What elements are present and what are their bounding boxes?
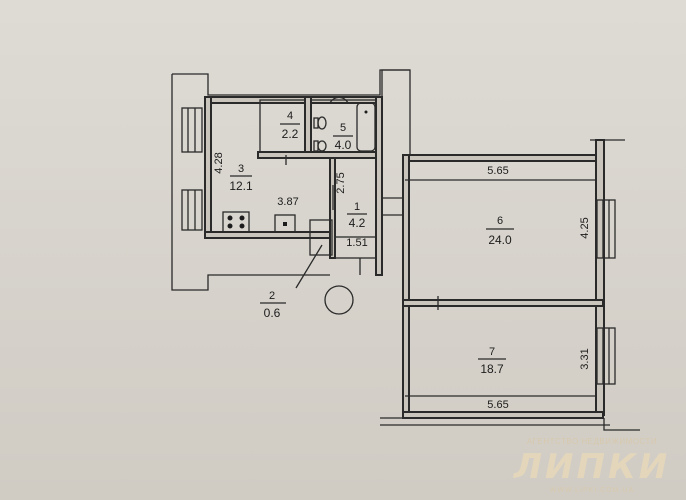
- window-kitchen-top: [181, 107, 203, 153]
- dim-room7-height: 3.31: [579, 348, 591, 369]
- dimension-labels: 4.28 3.87 2.75 1.51 5.65 4.25 3.31 5.65: [213, 152, 591, 411]
- room-7-area: 18.7: [480, 362, 504, 376]
- dim-room7-width: 5.65: [487, 399, 508, 411]
- window-room7: [596, 327, 616, 385]
- dim-kitchen-height: 4.28: [213, 152, 225, 173]
- watermark-subtitle: АГЕНТСТВО НЕДВИЖИМОСТИ: [527, 437, 657, 446]
- watermark: АГЕНТСТВО НЕДВИЖИМОСТИ ЛИПКИ WWW.LIPKI.C…: [513, 437, 670, 494]
- room-4-label: 4 2.2: [280, 110, 300, 141]
- room-2-area: 0.6: [264, 306, 281, 320]
- leader-line-room2: [295, 244, 323, 289]
- room-7-label: 7 18.7: [478, 346, 506, 376]
- watermark-brand: ЛИПКИ: [513, 447, 670, 487]
- dim-hall-width: 1.51: [346, 237, 367, 249]
- room-7-number: 7: [489, 346, 495, 358]
- room-6-number: 6: [497, 215, 503, 227]
- stove-icon: [222, 211, 250, 233]
- dimension-lines: [405, 179, 595, 397]
- room-labels: 3 12.1 4 2.2 5 4.0 1 4.2 6 24.0 7 18.7: [229, 110, 514, 376]
- watermark-url: WWW.LIPKI.COM.UA: [550, 487, 634, 494]
- doors: [285, 155, 439, 310]
- room-3-label: 3 12.1: [229, 163, 253, 193]
- fixtures: [222, 96, 376, 315]
- washbasin-icon: [313, 140, 327, 152]
- room-4-number: 4: [287, 110, 293, 122]
- toilet-icon: [313, 116, 327, 130]
- dim-room6-height: 4.25: [579, 217, 591, 238]
- room-5-label: 5 4.0: [333, 122, 353, 152]
- room-2-number: 2: [269, 290, 275, 302]
- room-2-label: 2 0.6: [260, 290, 286, 320]
- room-6-area: 24.0: [488, 233, 512, 247]
- shower-icon: [329, 96, 349, 104]
- room-1-label: 1 4.2: [347, 201, 367, 230]
- dim-room6-width: 5.65: [487, 165, 508, 177]
- sink-icon: [274, 214, 296, 233]
- window-room6: [596, 199, 616, 259]
- outer-walls: [171, 69, 640, 431]
- room-5-area: 4.0: [335, 138, 352, 152]
- dim-hall-height: 2.75: [335, 172, 347, 193]
- stair-landing-circle: [324, 285, 354, 315]
- dim-kitchen-width: 3.87: [277, 196, 298, 208]
- room-6-label: 6 24.0: [486, 215, 514, 247]
- room-1-number: 1: [354, 201, 360, 213]
- room-3-area: 12.1: [229, 179, 253, 193]
- room-3-number: 3: [238, 163, 244, 175]
- windows: [181, 107, 616, 385]
- room-4-area: 2.2: [282, 127, 299, 141]
- room-1-area: 4.2: [349, 216, 366, 230]
- bathtub-icon: [356, 102, 376, 152]
- room-5-number: 5: [340, 122, 346, 134]
- window-kitchen-bottom: [181, 189, 203, 231]
